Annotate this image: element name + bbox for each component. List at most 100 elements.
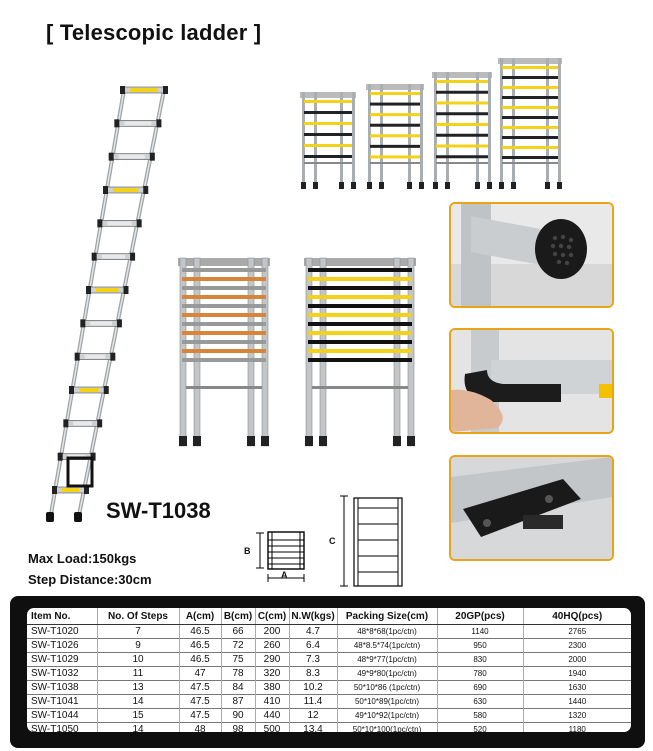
table-cell: 47 [179, 666, 222, 681]
table-cell: 200 [255, 624, 290, 639]
max-load-spec: Max Load:150kgs [28, 551, 137, 566]
ladder-thumbnail [300, 92, 356, 189]
table-cell: 47.5 [179, 708, 222, 723]
table-cell: 520 [437, 722, 524, 732]
step-distance-spec: Step Distance:30cm [28, 572, 152, 587]
table-cell: 50*10*89(1pc/ctn) [337, 694, 438, 709]
table-cell: SW-T1041 [27, 694, 98, 709]
table-cell: 10.2 [289, 680, 338, 695]
table-cell: 830 [437, 652, 524, 667]
detail-photo-hinge-hand [449, 328, 614, 434]
table-cell: 50*10*86 (1pc/ctn) [337, 680, 438, 695]
table-cell: 7 [97, 624, 180, 639]
table-header-cell: B(cm) [221, 608, 256, 625]
table-cell: SW-T1044 [27, 708, 98, 723]
table-cell: 1630 [523, 680, 631, 695]
table-cell: 1440 [523, 694, 631, 709]
table-cell: 260 [255, 638, 290, 653]
table-header-cell: 20GP(pcs) [437, 608, 524, 625]
table-cell: 9 [97, 638, 180, 653]
ladder-rung [120, 86, 168, 94]
table-cell: 47.5 [179, 680, 222, 695]
table-cell: 15 [97, 708, 180, 723]
table-cell: 2300 [523, 638, 631, 653]
table-cell: 320 [255, 666, 290, 681]
ladder-rung [103, 186, 149, 194]
table-cell: 84 [221, 680, 256, 695]
table-cell: 1320 [523, 708, 631, 723]
table-cell: 4.7 [289, 624, 338, 639]
table-cell: 66 [221, 624, 256, 639]
table-cell: 50*10*100(1pc/ctn) [337, 722, 438, 732]
dimension-label-b: B [244, 546, 251, 556]
table-cell: 49*10*92(1pc/ctn) [337, 708, 438, 723]
table-cell: 8.3 [289, 666, 338, 681]
table-cell: 14 [97, 722, 180, 732]
a-frame-ladder-black-image [304, 257, 416, 447]
table-cell: 10 [97, 652, 180, 667]
table-cell: 11 [97, 666, 180, 681]
table-cell: 410 [255, 694, 290, 709]
table-cell: 1940 [523, 666, 631, 681]
table-cell: 47.5 [179, 694, 222, 709]
table-cell: 48*9*77(1pc/ctn) [337, 652, 438, 667]
table-cell: 440 [255, 708, 290, 723]
table-cell: 6.4 [289, 638, 338, 653]
table-cell: SW-T1038 [27, 680, 98, 695]
table-cell: 90 [221, 708, 256, 723]
ladder-rung [63, 419, 103, 428]
ladder-thumbnail [432, 72, 492, 189]
table-cell: SW-T1050 [27, 722, 98, 732]
table-cell: 14 [97, 694, 180, 709]
table-cell: 11.4 [289, 694, 338, 709]
table-cell: 2765 [523, 624, 631, 639]
table-cell: 690 [437, 680, 524, 695]
table-cell: 48 [179, 722, 222, 732]
table-cell: 46.5 [179, 624, 222, 639]
table-cell: 87 [221, 694, 256, 709]
table-cell: 630 [437, 694, 524, 709]
table-cell: 290 [255, 652, 290, 667]
ladder-rung [108, 152, 155, 161]
table-cell: 46.5 [179, 652, 222, 667]
table-cell: 13 [97, 680, 180, 695]
table-cell: SW-T1020 [27, 624, 98, 639]
table-cell: SW-T1029 [27, 652, 98, 667]
table-cell: 380 [255, 680, 290, 695]
table-cell: 2000 [523, 652, 631, 667]
page-title: [ Telescopic ladder ] [46, 20, 262, 45]
table-cell: 7.3 [289, 652, 338, 667]
table-cell: 500 [255, 722, 290, 732]
table-cell: 950 [437, 638, 524, 653]
ladder-thumbnail [366, 84, 424, 189]
ladder-rung [86, 286, 129, 294]
table-cell: 48*8.5*74(1pc/ctn) [337, 638, 438, 653]
table-cell: 75 [221, 652, 256, 667]
table-cell: 72 [221, 638, 256, 653]
dimension-label-a: A [281, 570, 288, 580]
table-cell: 780 [437, 666, 524, 681]
table-cell: 49*9*80(1pc/ctn) [337, 666, 438, 681]
table-header-cell: C(cm) [255, 608, 290, 625]
ladder-rung [69, 386, 109, 394]
ladder-rung [74, 352, 116, 361]
ladder-rung [114, 119, 162, 128]
table-cell: 48*8*68(1pc/ctn) [337, 624, 438, 639]
detail-photo-foot-cap [449, 202, 614, 308]
model-number: SW-T1038 [106, 498, 211, 523]
extended-ladder-image [46, 86, 168, 522]
table-cell: SW-T1032 [27, 666, 98, 681]
table-header-cell: No. Of Steps [97, 608, 180, 625]
a-frame-ladder-orange-image [178, 257, 270, 447]
